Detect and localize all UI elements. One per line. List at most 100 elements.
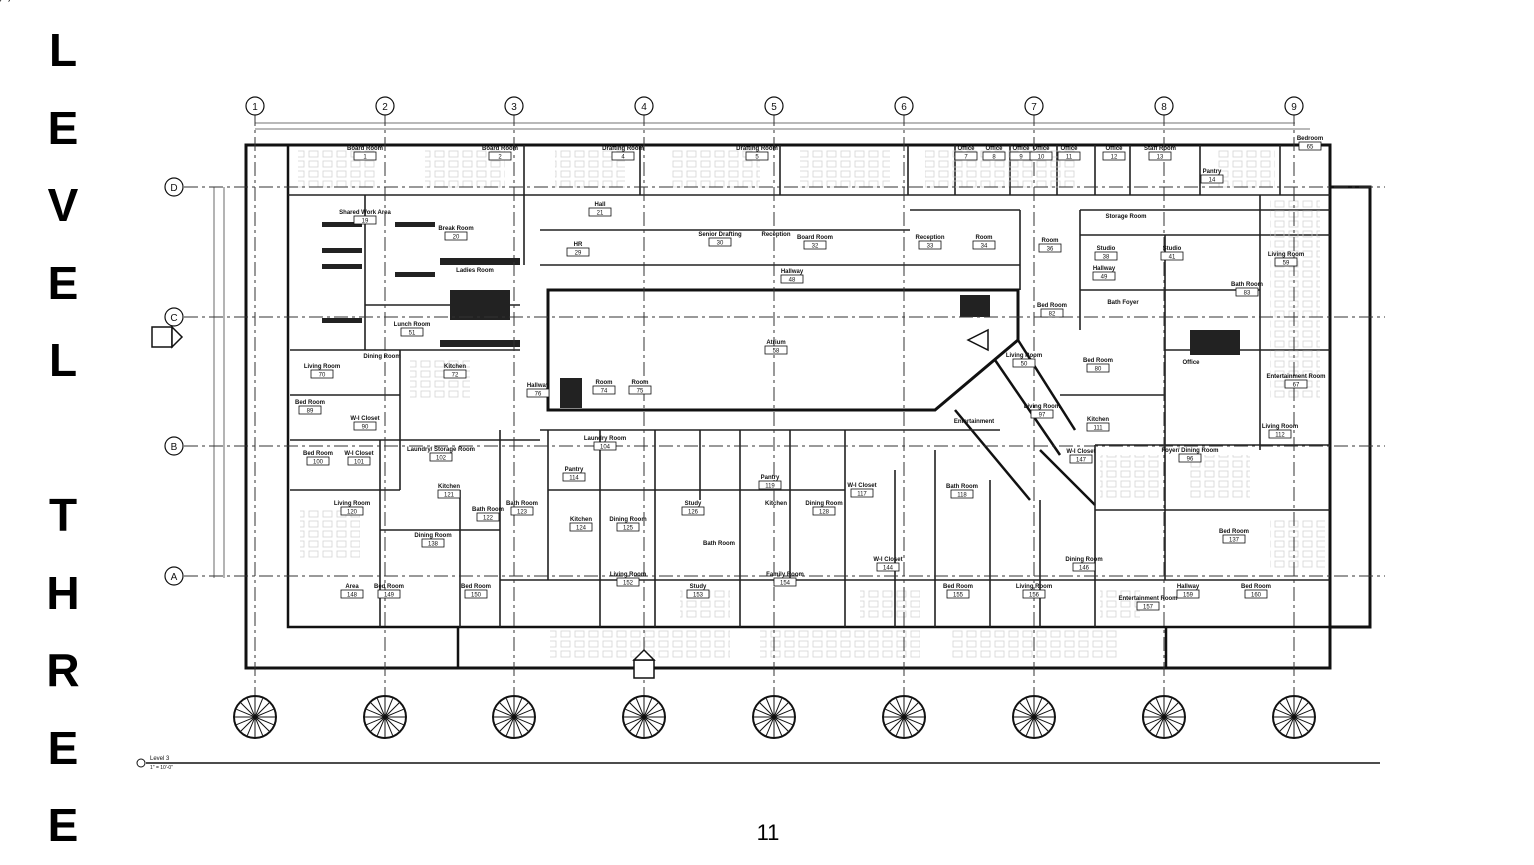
room-number: 156 [1029, 593, 1040, 599]
room-name: Room [632, 380, 649, 386]
room-number-box [340, 506, 364, 516]
grid-bubble-column [1024, 96, 1044, 116]
room-name: Entertainment Room [1118, 596, 1177, 602]
room-number: 1 [363, 155, 367, 161]
room-number: 82 [1049, 312, 1056, 318]
room-number: 20 [453, 235, 460, 241]
room-name: Bath Room [1231, 282, 1263, 288]
room-name: Living Room [1016, 584, 1052, 590]
room-number-box [429, 452, 453, 462]
column-footing-icon [882, 695, 926, 739]
diagonal-corridor [954, 339, 1096, 506]
room-number-box [1030, 409, 1054, 419]
room-number: 59 [1283, 261, 1290, 267]
column-footing-icon [622, 695, 666, 739]
room-number: 150 [471, 593, 482, 599]
room-number: 155 [953, 593, 964, 599]
column-footing-icon [1272, 695, 1316, 739]
room-name: Study [685, 501, 702, 507]
room-name: Area [345, 584, 359, 590]
room-number-box [1057, 151, 1081, 161]
room-number: 8 [992, 155, 996, 161]
room-name: Living Room [1262, 424, 1298, 430]
room-name: W-I Closet [344, 451, 373, 457]
room-name: Dining Room [363, 354, 400, 360]
room-number: 34 [981, 244, 988, 250]
room-name: Kitchen [765, 501, 787, 507]
page-number: 11 [756, 820, 780, 845]
room-number: 154 [780, 581, 791, 587]
room-name: Reception [915, 235, 944, 241]
room-number: 157 [1143, 605, 1154, 611]
grid-label-row: B [171, 442, 178, 453]
room-number: 38 [1103, 255, 1110, 261]
room-number: 32 [812, 244, 819, 250]
room-number: 97 [1039, 413, 1046, 419]
room-tag: Board Room 1 [347, 146, 383, 161]
room-number: 125 [623, 526, 634, 532]
room-name: Drafting Room [736, 146, 778, 152]
room-number-box [1102, 151, 1126, 161]
room-name: Office [1105, 146, 1123, 152]
room-number-box [616, 577, 640, 587]
room-number: 149 [384, 593, 395, 599]
room-name: Family Room [766, 572, 804, 578]
title-letter: L [48, 334, 78, 386]
room-name: Living Room [334, 501, 370, 507]
room-name: Board Room [797, 235, 833, 241]
room-number-box [686, 589, 710, 599]
room-number-box [569, 522, 593, 532]
room-number: 90 [362, 425, 369, 431]
room-tag: Board Room 32 [797, 235, 833, 250]
room-number-box [773, 577, 797, 587]
grid-bubble-row [164, 436, 184, 456]
room-number: 83 [1244, 291, 1251, 297]
room-number: 101 [354, 460, 365, 466]
room-number-box [950, 489, 974, 499]
title-letter: H [46, 566, 80, 619]
room-tag: Entertainment Room 157 [1118, 596, 1177, 611]
room-number: 51 [409, 331, 416, 337]
column-footing-icon [363, 695, 407, 739]
room-name: Board Room [347, 146, 383, 152]
room-name: Bath Room [946, 484, 978, 490]
room-number: 119 [765, 484, 775, 490]
room-number-box [611, 151, 635, 161]
grid-bubble-row [164, 307, 184, 327]
room-name: Studio [1097, 246, 1116, 252]
room-number-box [764, 345, 788, 355]
title-letter: L [48, 24, 78, 76]
title-letter: E [47, 799, 79, 851]
room-number-box [298, 405, 322, 415]
room-number-box [377, 589, 401, 599]
room-name: Bed Room [1219, 529, 1249, 535]
room-name: Bath Room [506, 501, 538, 507]
room-tag: Bath Room 123 [506, 501, 538, 516]
grid-label-column: 1 [252, 102, 258, 113]
column-footing-icon [233, 695, 277, 739]
room-number: 123 [517, 510, 528, 516]
room-tag: Bath Room [703, 541, 735, 547]
room-number-box [708, 237, 732, 247]
room-name: Lunch Room [394, 322, 431, 328]
room-name: Studio [1163, 246, 1182, 252]
